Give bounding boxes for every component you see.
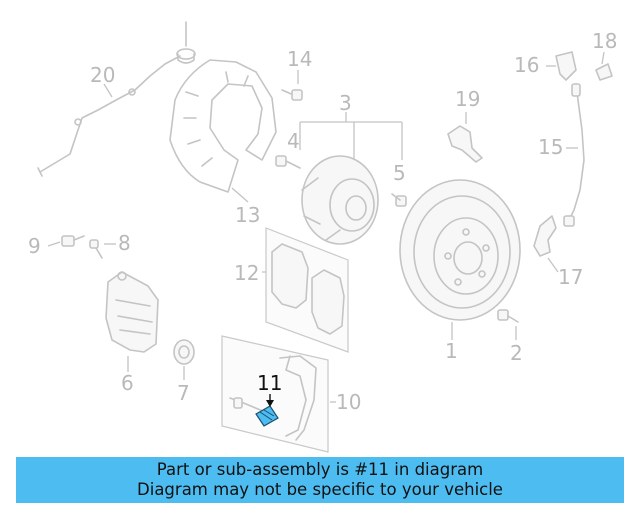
part-6-brake-caliper [105,271,159,353]
callout-14: 14 [287,47,312,71]
part-13-dust-shield [169,59,277,193]
part-9-bleeder [61,235,85,247]
callout-4: 4 [287,129,300,153]
panel-12-brake-pads [265,227,349,353]
part-8-bleeder-cap [89,239,103,259]
part-5-bolt [391,193,407,207]
part-15-brake-hose [563,83,585,227]
callout-18: 18 [592,29,617,53]
banner-line-2: Diagram may not be specific to your vehi… [137,480,503,499]
callout-2: 2 [510,341,523,365]
banner-line-1: Part or sub-assembly is #11 in diagram [156,460,484,479]
callout-19: 19 [455,87,480,111]
callout-1: 1 [445,339,458,363]
callout-8: 8 [118,231,131,255]
leader-3 [299,112,403,160]
part-11-guide-pin-bushing [255,405,279,427]
part-18-nut [595,63,613,81]
part-20-abs-sensor-wire [37,21,196,177]
part-3-wheel-hub [301,155,379,245]
leader-13 [231,187,249,203]
part-1-brake-rotor [399,179,521,321]
leader-11-arrow [266,400,274,407]
part-17-hose-bracket [533,215,557,257]
callout-10: 10 [336,390,361,414]
part-16-hose-clip [555,51,577,81]
callout-9: 9 [28,234,41,258]
leader-20 [103,83,113,98]
callout-3: 3 [339,91,352,115]
callout-5: 5 [393,161,406,185]
callout-17: 17 [558,265,583,289]
callout-20: 20 [90,63,115,87]
panel-10-hardware-kit [221,335,329,453]
part-2-rotor-screw [497,309,519,323]
callout-15: 15 [538,135,563,159]
callout-7: 7 [177,381,190,405]
leader-9 [47,241,61,247]
part-14-bolt [281,89,303,101]
leader-18 [601,51,605,65]
part-19-bracket [447,125,483,163]
part-4-bolt [275,155,301,169]
info-banner: Part or sub-assembly is #11 in diagram D… [16,457,624,503]
callout-16: 16 [514,53,539,77]
callout-12: 12 [234,261,259,285]
callout-6: 6 [121,371,134,395]
leader-17 [547,257,559,273]
callout-11: 11 [257,371,282,395]
callout-13: 13 [235,203,260,227]
part-7-piston-seal [173,339,195,365]
